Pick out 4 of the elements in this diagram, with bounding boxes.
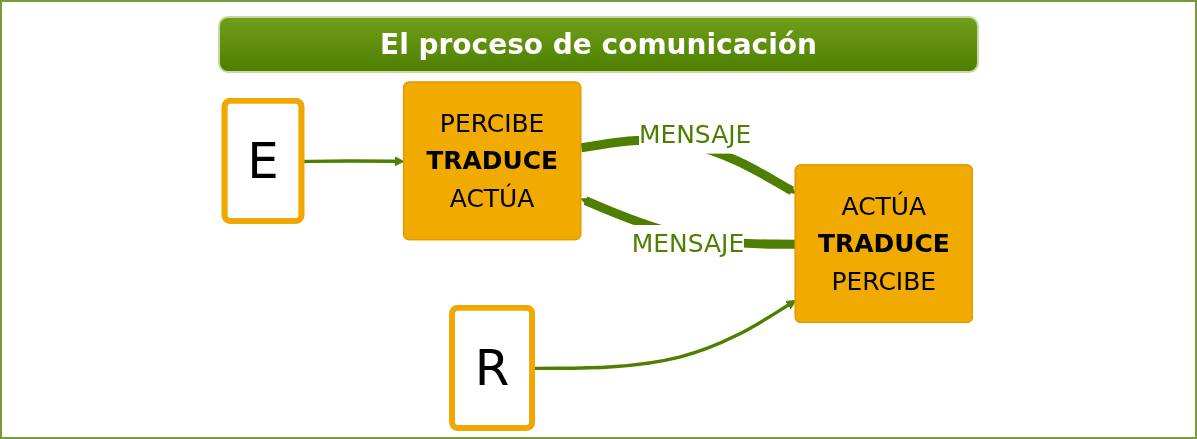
arrow [532, 299, 797, 371]
title-banner: El proceso de comunicación [218, 16, 979, 73]
edge-label: MENSAJE [631, 229, 745, 258]
edge-label: MENSAJE [638, 120, 752, 150]
